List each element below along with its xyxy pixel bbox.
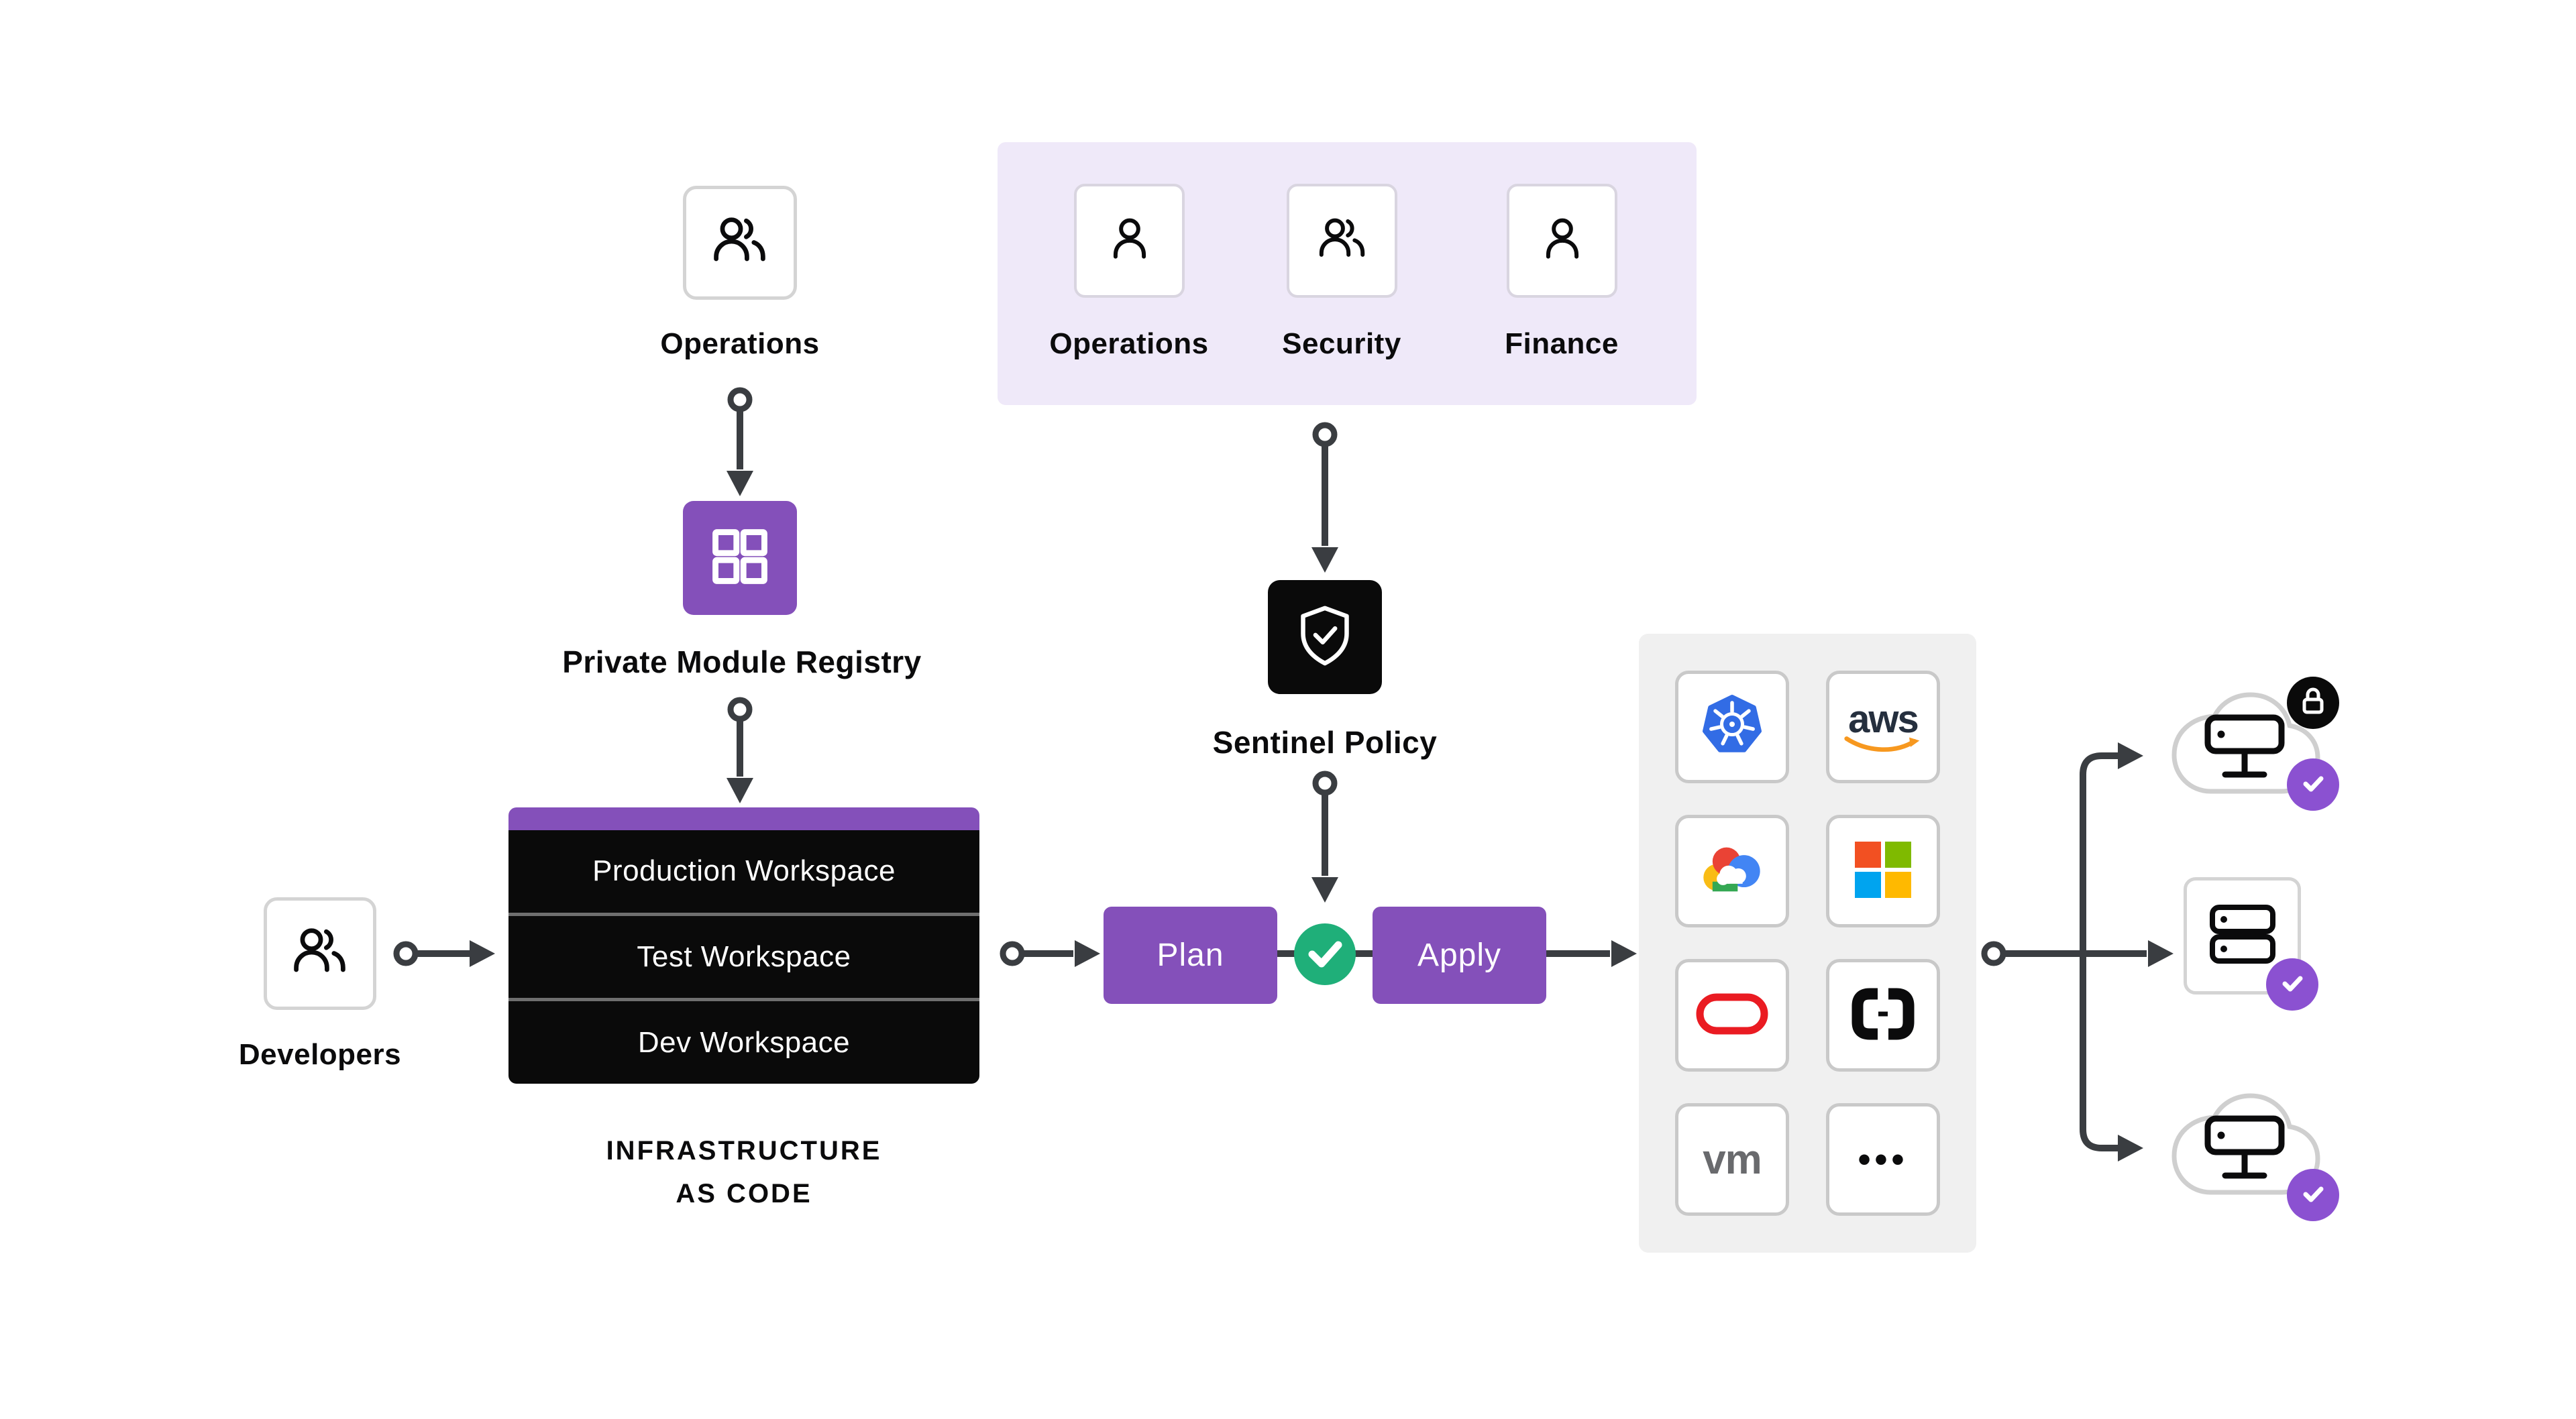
check-badge <box>2287 758 2339 811</box>
vmware-icon: vm <box>1703 1136 1762 1183</box>
provider-kubernetes-card <box>1675 671 1789 783</box>
private-module-registry-box <box>683 501 797 615</box>
lock-icon <box>2297 685 2329 721</box>
code-brackets-icon <box>1849 986 1917 1045</box>
provider-google-cloud-card <box>1675 815 1789 927</box>
oracle-icon <box>1695 992 1769 1039</box>
divider <box>508 998 979 1002</box>
google-cloud-icon <box>1699 842 1766 901</box>
check-icon <box>2297 1178 2329 1213</box>
developers-box <box>264 897 376 1010</box>
aws-logo-text: aws <box>1848 697 1919 741</box>
caption-line-2: AS CODE <box>676 1179 812 1208</box>
developers-label: Developers <box>238 1038 402 1071</box>
production-workspace-row: Production Workspace <box>508 830 979 913</box>
check-icon <box>1294 922 1356 987</box>
users-icon <box>706 208 773 278</box>
user-icon <box>1533 210 1592 272</box>
kubernetes-icon <box>1700 693 1764 761</box>
operations-team-label: Operations <box>660 327 820 360</box>
module-grid-icon <box>706 523 773 593</box>
apply-step: Apply <box>1373 907 1546 1004</box>
lock-badge <box>2287 677 2339 729</box>
cloud-server-icon <box>2201 712 2288 786</box>
microsoft-icon <box>1854 840 1913 903</box>
governance-finance-box <box>1507 184 1617 298</box>
check-icon <box>2276 967 2308 1003</box>
check-badge <box>2287 1169 2339 1221</box>
ellipsis-icon: ••• <box>1858 1139 1909 1180</box>
shield-check-icon <box>1290 601 1360 674</box>
infrastructure-as-code-caption: INFRASTRUCTURE AS CODE <box>508 1129 979 1215</box>
test-workspace-row: Test Workspace <box>508 915 979 999</box>
provider-aws-card: aws <box>1826 671 1940 783</box>
provider-microsoft-card <box>1826 815 1940 927</box>
provider-oracle-card <box>1675 959 1789 1072</box>
governance-operations-box <box>1074 184 1185 298</box>
governance-operations-label: Operations <box>1049 327 1209 360</box>
provider-custom-card <box>1826 959 1940 1072</box>
workspace-stack: Production Workspace Test Workspace Dev … <box>508 807 979 1084</box>
operations-team-box <box>683 186 797 300</box>
server-stack-icon <box>2206 902 2279 970</box>
caption-line-1: INFRASTRUCTURE <box>606 1136 882 1166</box>
provider-vmware-card: vm <box>1675 1103 1789 1216</box>
plan-step: Plan <box>1104 907 1277 1004</box>
governance-security-label: Security <box>1282 327 1401 360</box>
cloud-server-icon <box>2201 1113 2288 1187</box>
user-icon <box>1100 210 1159 272</box>
sentinel-policy-label: Sentinel Policy <box>1212 725 1438 760</box>
policy-gate-badge <box>1294 923 1356 985</box>
workspace-stack-accent-bar <box>508 807 979 830</box>
provider-more-card: ••• <box>1826 1103 1940 1216</box>
sentinel-policy-box <box>1268 580 1382 694</box>
private-module-registry-label: Private Module Registry <box>562 644 922 679</box>
check-icon <box>2297 767 2329 803</box>
governance-finance-label: Finance <box>1505 327 1619 360</box>
divider <box>508 912 979 916</box>
check-badge <box>2266 958 2318 1011</box>
users-icon <box>286 919 354 989</box>
governance-security-box <box>1287 184 1397 298</box>
aws-icon: aws <box>1843 697 1923 754</box>
users-icon <box>1313 210 1372 272</box>
branch-trunk <box>2080 752 2118 1151</box>
dev-workspace-row: Dev Workspace <box>508 1001 979 1084</box>
